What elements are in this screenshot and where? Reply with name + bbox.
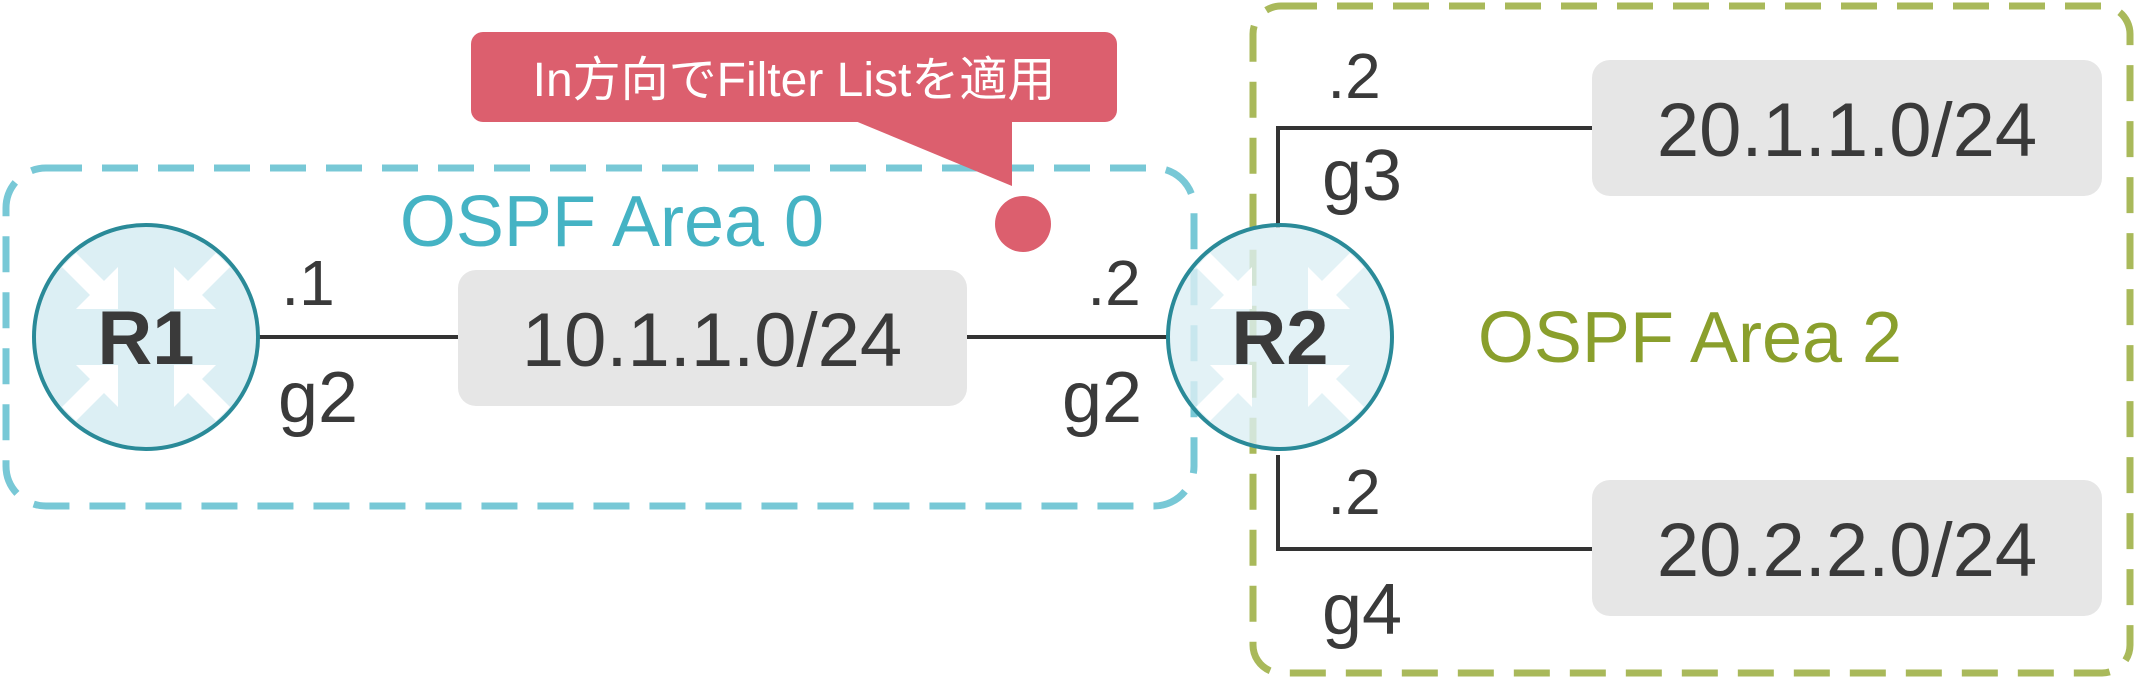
network-box <box>458 270 967 406</box>
router-arrows-icon <box>1196 253 1364 421</box>
network-box <box>1592 480 2102 616</box>
network-label: 20.1.1.0/24 <box>1657 88 2037 173</box>
callout-pointer <box>848 118 1012 186</box>
area0-label: OSPF Area 0 <box>400 182 824 262</box>
r2-g4-ip: .2 <box>1327 456 1380 528</box>
network-label: 20.2.2.0/24 <box>1657 508 2037 593</box>
callout-text: In方向でFilter Listを適用 <box>533 54 1056 107</box>
callout-bubble <box>471 32 1117 122</box>
network-20-1-1-0: 20.1.1.0/24 <box>1592 60 2102 196</box>
network-label: 10.1.1.0/24 <box>522 298 902 383</box>
router-name: R1 <box>97 296 194 381</box>
link-r2-n3 <box>1276 455 1592 551</box>
router-r1: R1 <box>32 223 260 451</box>
network-10-1-1-0: 10.1.1.0/24 <box>458 270 967 406</box>
router-r2: R2 <box>1166 223 1394 451</box>
router-arrows-icon <box>62 253 230 421</box>
r2-g3-ip: .2 <box>1327 40 1380 112</box>
filter-point-marker <box>995 196 1051 252</box>
link-r2-n2 <box>1276 126 1592 228</box>
r2-g4-if: g4 <box>1322 570 1402 650</box>
area2-label: OSPF Area 2 <box>1478 298 1902 378</box>
network-20-2-2-0: 20.2.2.0/24 <box>1592 480 2102 616</box>
network-box <box>1592 60 2102 196</box>
r2-g3-if: g3 <box>1322 136 1402 216</box>
r2-g2-if: g2 <box>1062 358 1142 438</box>
r1-g2-if: g2 <box>278 358 358 438</box>
r1-g2-ip: .1 <box>281 247 334 319</box>
r2-g2-ip: .2 <box>1087 247 1140 319</box>
router-name: R2 <box>1231 296 1328 381</box>
filter-callout: In方向でFilter Listを適用 <box>471 32 1117 252</box>
